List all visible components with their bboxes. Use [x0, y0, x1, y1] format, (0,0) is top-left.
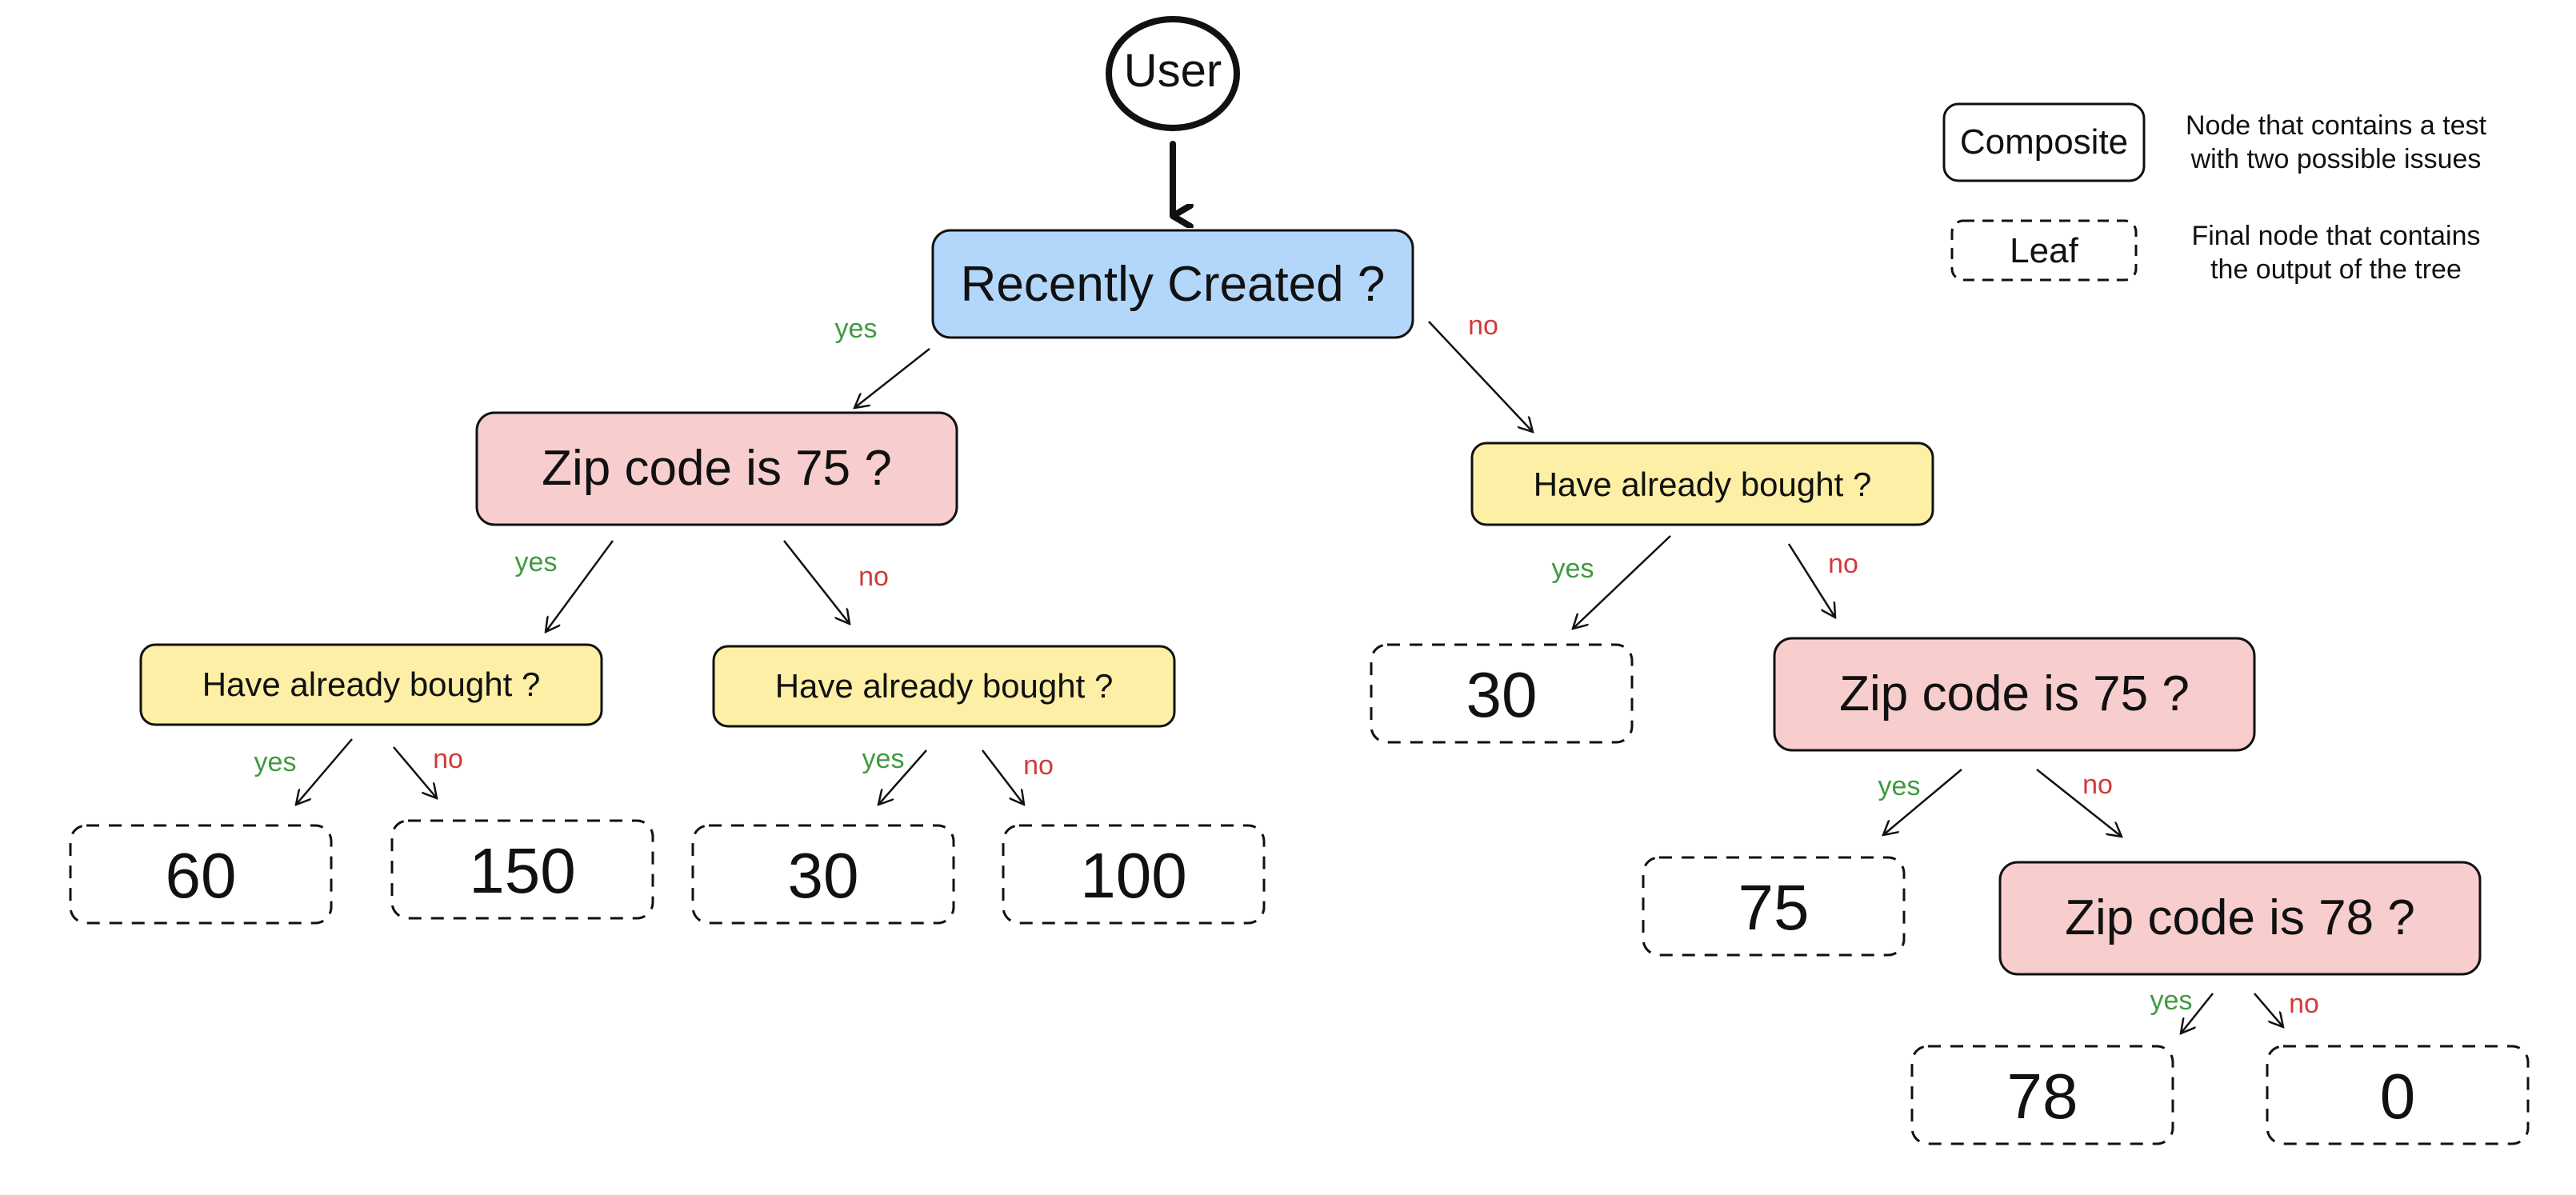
- edge-label-yes: yes: [862, 744, 905, 774]
- legend-composite-description: with two possible issues: [2190, 144, 2482, 174]
- edge-label-no: no: [2289, 989, 2319, 1019]
- edge-label-no: no: [2082, 769, 2113, 800]
- edge-label-no: no: [433, 744, 463, 774]
- have-bought-node-label: Have already bought ?: [775, 667, 1114, 705]
- zip-code-node: [1773, 637, 2256, 752]
- edge-arrow: [296, 738, 353, 805]
- leaf-value: 100: [1080, 840, 1186, 911]
- start-node-label: User: [1124, 45, 1222, 97]
- edges: [296, 321, 2283, 1033]
- edge-label-yes: yes: [1878, 771, 1921, 801]
- edge-arrow: [854, 348, 930, 408]
- leaf-nodes: [69, 643, 2530, 1145]
- legend-leaf-description: the output of the tree: [2210, 254, 2462, 285]
- zip-code-node-label: Zip code is 75 ?: [542, 441, 892, 496]
- leaf-value: 30: [788, 840, 859, 911]
- leaf-value: 60: [166, 840, 237, 911]
- start-node: [1106, 16, 1240, 131]
- edge-label-no: no: [1023, 750, 1054, 781]
- root-node: [931, 229, 1414, 339]
- legend-leaf-box: [1950, 219, 2138, 282]
- edge-label-yes: yes: [1552, 554, 1594, 584]
- legend-leaf-label: Leaf: [2010, 231, 2078, 270]
- legend-composite-description: Node that contains a test: [2186, 110, 2487, 141]
- edge-arrow: [2254, 993, 2283, 1027]
- edge-arrow: [982, 749, 1024, 805]
- leaf-value: 0: [2380, 1061, 2416, 1132]
- have-bought-node: [139, 643, 603, 726]
- leaf-node: [1910, 1045, 2174, 1145]
- edge-label-yes: yes: [515, 547, 558, 578]
- zip-code-node: [1998, 861, 2482, 976]
- edge-label-no: no: [1828, 549, 1858, 579]
- edge-label-yes: yes: [254, 747, 297, 777]
- leaf-labels: 60 150 30 100 30 75 78 0: [166, 659, 2416, 1132]
- zip-code-node-label: Zip code is 75 ?: [1839, 666, 2190, 721]
- edge-arrow: [2181, 993, 2214, 1033]
- edge-arrow: [1573, 535, 1671, 629]
- edge-arrow: [1428, 321, 1533, 432]
- edge-label-no: no: [858, 562, 889, 592]
- edge-arrow: [546, 540, 614, 632]
- edge-arrow: [878, 749, 927, 805]
- edge-arrow: [2036, 769, 2122, 837]
- have-bought-node: [712, 645, 1176, 728]
- leaf-node: [1370, 643, 1634, 744]
- edge-arrow: [393, 746, 437, 798]
- legend-composite-label: Composite: [1960, 122, 2128, 162]
- have-bought-node: [1470, 442, 1934, 526]
- zip-code-node: [475, 411, 958, 526]
- leaf-node: [1642, 856, 1906, 957]
- zip-code-node-label: Zip code is 78 ?: [2065, 890, 2415, 945]
- edge-label-yes: yes: [835, 314, 878, 344]
- leaf-value: 150: [469, 835, 575, 906]
- edge-arrow: [1787, 543, 1835, 617]
- root-node-label: Recently Created ?: [961, 257, 1386, 312]
- leaf-node: [1002, 824, 1266, 925]
- edge-label-no: no: [1468, 310, 1498, 341]
- leaf-node: [69, 824, 333, 925]
- legend-composite-box: [1942, 102, 2146, 182]
- edge-arrow: [1883, 769, 1962, 835]
- have-bought-node-label: Have already bought ?: [202, 665, 541, 703]
- leaf-node: [691, 824, 955, 925]
- edge-label-yes: yes: [2150, 985, 2193, 1016]
- leaf-value: 78: [2007, 1061, 2078, 1132]
- edge-labels: yes no yes no yes no yes no yes no yes n…: [254, 310, 2319, 1019]
- edge-arrow: [783, 540, 850, 624]
- leaf-node: [390, 819, 654, 920]
- leaf-value: 30: [1466, 659, 1538, 730]
- have-bought-node-label: Have already bought ?: [1534, 466, 1872, 503]
- leaf-node: [2266, 1045, 2530, 1145]
- legend-leaf-description: Final node that contains: [2191, 221, 2480, 251]
- leaf-value: 75: [1738, 872, 1810, 943]
